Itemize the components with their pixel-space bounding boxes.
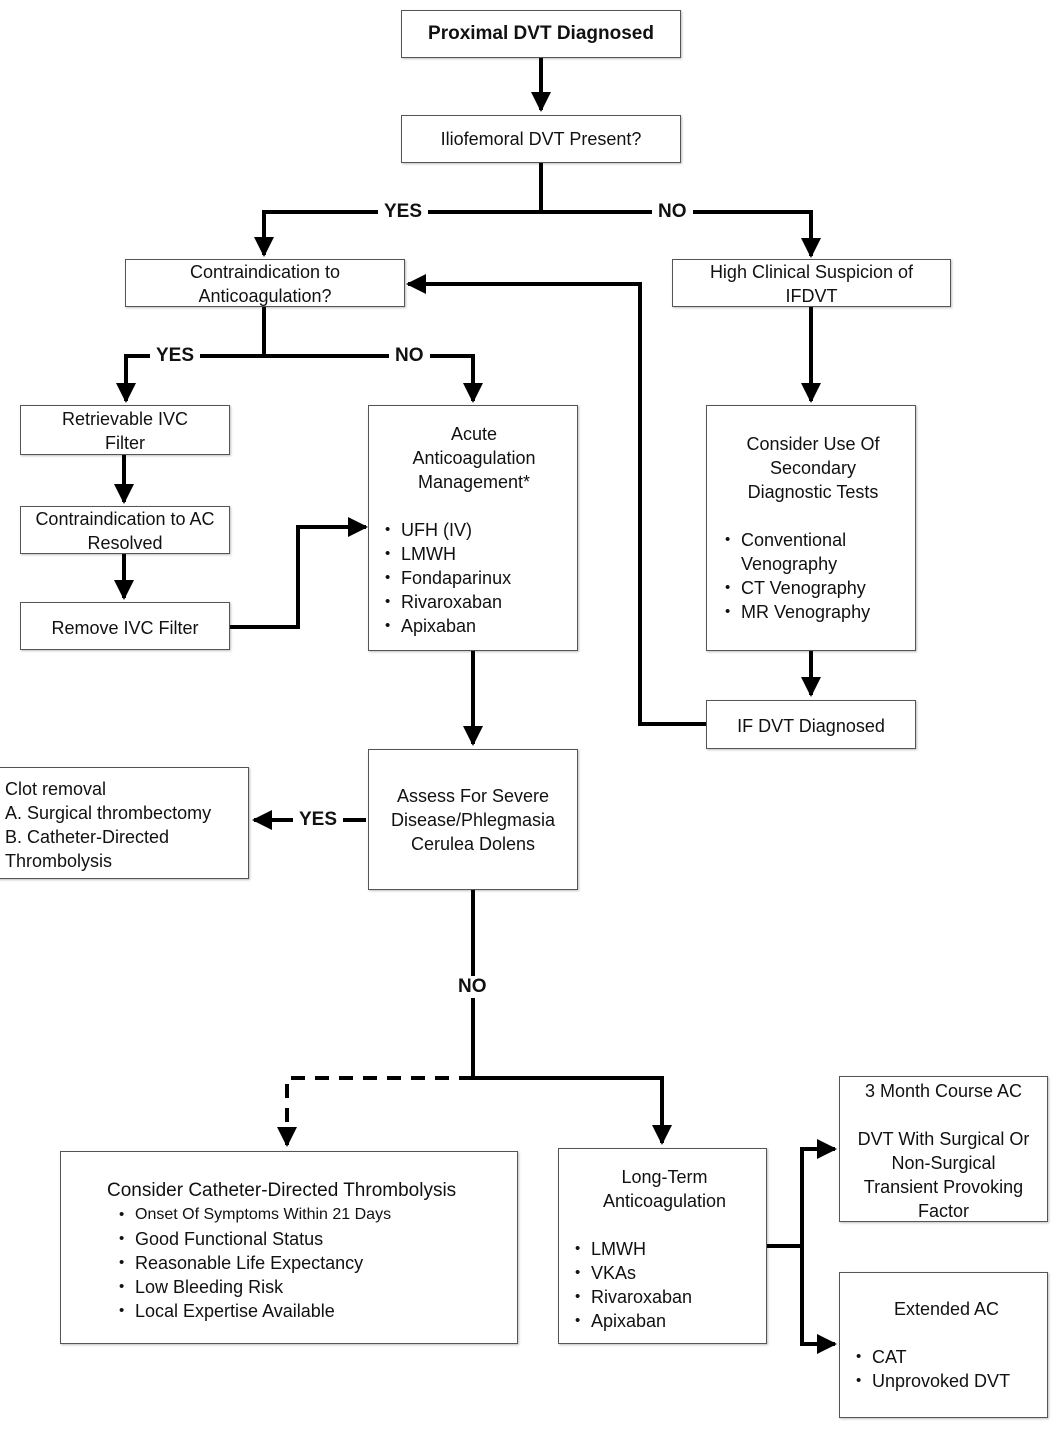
node-if-dvt: IF DVT Diagnosed [706,700,916,749]
node-assess: Assess For Severe Disease/Phlegmasia Cer… [368,749,578,890]
list-item: Rivaroxaban [573,1285,756,1309]
list-item: Onset Of Symptoms Within 21 Days [117,1203,507,1227]
yes-label: YES [293,809,344,831]
node-long-term: Long-Term Anticoagulation LMWH VKAs Riva… [558,1148,767,1344]
node-label: Contraindication to AC Resolved [35,509,215,553]
yes-label: YES [150,345,201,367]
long-term-list: LMWH VKAs Rivaroxaban Apixaban [573,1237,756,1333]
list-item: Unprovoked DVT [854,1369,1039,1393]
node-title: 3 Month Course AC [864,1081,1023,1101]
list-item: CAT [854,1345,1039,1369]
node-contraindication: Contraindication to Anticoagulation? [125,259,405,307]
node-iliofemoral: Iliofemoral DVT Present? [401,115,681,163]
node-label: Contraindication to Anticoagulation? [189,262,341,306]
node-label: Assess For Severe Disease/Phlegmasia Cer… [390,786,556,854]
list-item: Rivaroxaban [383,590,565,614]
node-ac-resolved: Contraindication to AC Resolved [20,506,230,554]
no-label: NO [389,345,430,367]
node-high-suspicion: High Clinical Suspicion of IFDVT [672,259,951,307]
yes-label: YES [378,201,429,223]
edge-yes-to-contraindication [254,210,541,257]
edge-remove-to-acute-ac [230,517,368,629]
edge-yes-to-ivc-filter [116,354,264,403]
edge-no-to-long-term [473,1076,672,1145]
list-item: Apixaban [383,614,565,638]
list-item: Fondaparinux [383,566,565,590]
edge-no-to-acute-ac [264,354,483,403]
node-title: Acute Anticoagulation Management* [412,424,536,492]
text-line: Clot removal [5,779,107,799]
list-item: VKAs [573,1261,756,1285]
list-item: Local Expertise Available [117,1299,507,1323]
node-label: Remove IVC Filter [51,618,199,638]
node-label: Iliofemoral DVT Present? [440,129,642,149]
edge-if-dvt-to-contraindication [406,274,706,726]
node-clot-removal: Clot removal A. Surgical thrombectomy B.… [0,767,249,879]
node-label: High Clinical Suspicion of IFDVT [709,262,914,306]
node-cdt: Consider Catheter-Directed Thrombolysis … [60,1151,518,1344]
secondary-tests-list: Conventional Venography CT Venography MR… [723,528,903,624]
node-title: Extended AC [893,1299,1000,1319]
node-secondary-tests: Consider Use Of Secondary Diagnostic Tes… [706,405,916,651]
node-remove-ivc: Remove IVC Filter [20,602,230,650]
acute-ac-list: UFH (IV) LMWH Fondaparinux Rivaroxaban A… [383,518,565,638]
edge-to-three-month [800,1139,837,1246]
text-line: Thrombolysis [5,851,113,871]
list-item: UFH (IV) [383,518,565,542]
edge-no-to-high-suspicion [541,210,821,258]
list-item: LMWH [383,542,565,566]
list-item: CT Venography [723,576,903,600]
text-line: B. Catheter-Directed [5,827,170,847]
no-label: NO [652,201,693,223]
node-title: Long-Term Anticoagulation [602,1167,727,1211]
list-item: Conventional Venography [723,528,903,576]
node-proximal-dvt: Proximal DVT Diagnosed [401,10,681,58]
list-item: MR Venography [723,600,903,624]
list-item: Low Bleeding Risk [117,1275,507,1299]
node-label: Proximal DVT Diagnosed [428,23,654,44]
node-acute-ac: Acute Anticoagulation Management* UFH (I… [368,405,578,651]
node-title: Consider Catheter-Directed Thrombolysis [107,1180,457,1201]
extended-list: CAT Unprovoked DVT [854,1345,1039,1393]
edge-to-extended [800,1246,837,1354]
node-body: DVT With Surgical Or Non-Surgical Transi… [857,1129,1030,1221]
node-extended: Extended AC CAT Unprovoked DVT [839,1272,1048,1418]
node-label: Retrievable IVC Filter [61,409,189,453]
list-item: LMWH [573,1237,756,1261]
no-label: NO [452,976,493,998]
list-item: Apixaban [573,1309,756,1333]
node-ivc-filter: Retrievable IVC Filter [20,405,230,455]
list-item: Reasonable Life Expectancy [117,1251,507,1275]
edge-no-to-cdt [277,1076,473,1147]
node-title: Consider Use Of Secondary Diagnostic Tes… [746,434,880,502]
node-label: IF DVT Diagnosed [737,716,885,736]
node-three-month: 3 Month Course AC DVT With Surgical Or N… [839,1076,1048,1222]
list-item: Good Functional Status [117,1227,507,1251]
cdt-list: Onset Of Symptoms Within 21 Days Good Fu… [117,1203,507,1323]
text-line: A. Surgical thrombectomy [5,803,212,823]
